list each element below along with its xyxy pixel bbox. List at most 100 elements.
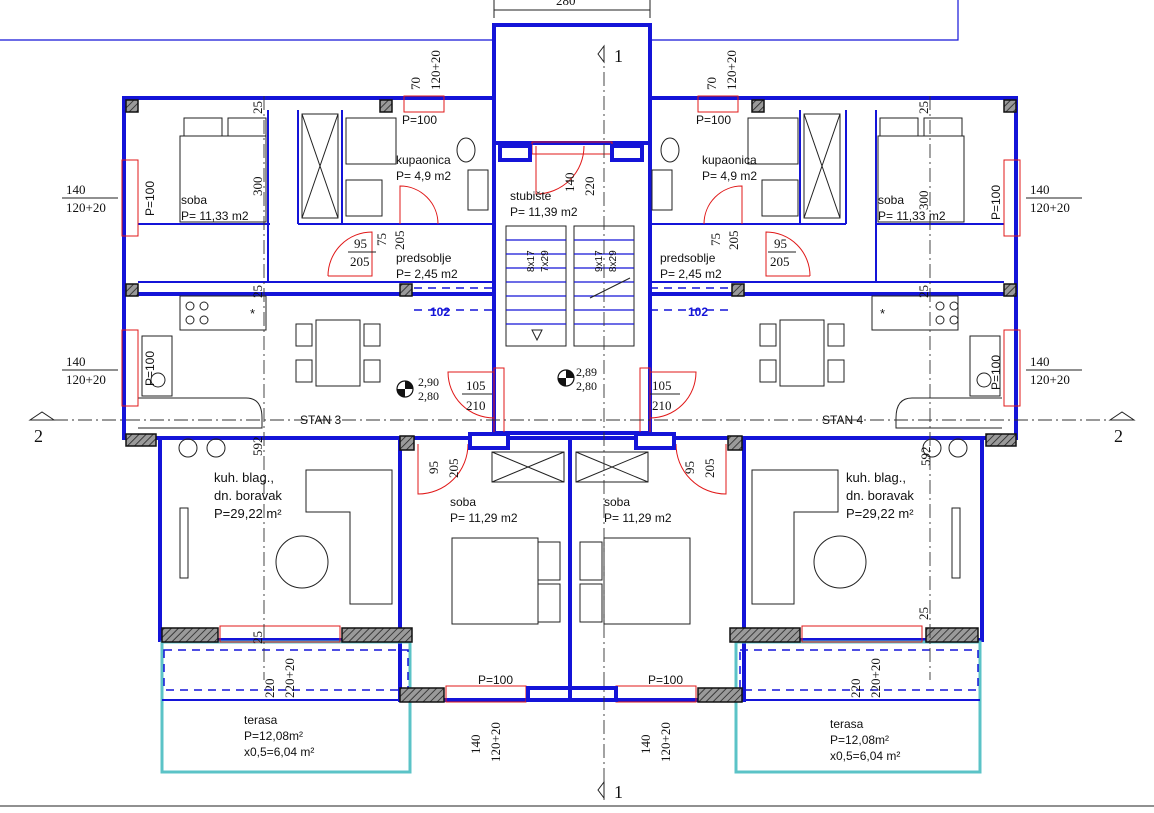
chair [295,359,313,383]
sink-counter-right [969,335,1001,397]
dim-300-left: 300 [250,177,265,197]
bed-upper-right [877,135,965,223]
terrace-beam-left [163,649,409,691]
room-label: dn. boravak [846,488,914,503]
asterisk-right: * [880,306,885,321]
structural-columns [125,99,1017,703]
chair [363,323,381,347]
room-label: kupaonica [702,153,757,167]
coffee-table-left [275,535,329,589]
door-swing [327,231,373,277]
level-289: 2,89 [576,365,597,379]
pillow [227,117,267,137]
dim-door: 75 [374,233,389,246]
stair-spec: 8x29 [608,250,619,272]
dim-window: 140 [468,735,483,755]
wardrobe-lower-right [575,451,649,483]
stove-burner [935,315,945,325]
wardrobe [301,113,339,219]
dim-door: 105 [466,378,486,393]
dim-terrace: 220 [262,679,277,699]
dim-window: 120+20 [658,722,673,762]
door-swing [675,443,727,495]
window-p100-bottom-right: P=100 [648,673,683,687]
bathtub-left [345,117,397,165]
wardrobe-cross [575,451,649,483]
fixture [922,438,942,458]
dim-592-right: 592 [918,447,933,467]
door-swing [399,185,439,225]
toilet-right-icon [660,137,680,163]
dim-window: 140 [638,735,653,755]
window-p100-right-2: P=100 [989,355,1003,390]
pillow [537,583,561,623]
section-arrow [597,44,605,64]
stair-arrow [589,277,631,299]
dim-120-20-right-2: 120+20 [1030,372,1070,387]
dim-door: 105 [652,378,672,393]
dim-102-left: 102 [430,305,450,319]
dim-door: 205 [770,254,790,269]
dim-592-left: 592 [250,437,265,457]
bed-upper-left [179,135,267,223]
room-label: kuh. blag., [214,470,274,485]
kitchen-counter-left [179,295,267,331]
toilet-left-icon [456,137,476,163]
level-280: 2,80 [418,389,439,403]
room-area-calc: x0,5=6,04 m² [244,745,314,759]
chair [295,323,313,347]
section-label-2-left: 2 [34,426,43,446]
dim-terrace: 220 [848,679,863,699]
door-swing [535,145,585,195]
door-swing [447,371,495,419]
dim-door: 210 [466,398,486,413]
room-area: P= 2,45 m2 [396,267,458,281]
room-area: P= 4,9 m2 [702,169,757,183]
pillow [579,541,603,581]
stair-core-top [492,23,652,145]
tv-unit-left [179,507,189,579]
room-area: P= 11,39 m2 [510,205,578,219]
pillow [183,117,223,137]
room-area: P=29,22 m² [846,506,914,521]
room-label: stubište [510,189,552,203]
dim-window: 120+20 [488,722,503,762]
dim-140-left: 140 [66,182,86,197]
dim-140-left-2: 140 [66,354,86,369]
dim-120-20-right-w: 120+20 [1030,200,1070,215]
dining-table-left [315,319,361,387]
sink-left [467,169,489,211]
chair [827,323,845,347]
dim-door: 220 [582,177,597,197]
door-swing [765,231,811,277]
pillow [923,117,963,137]
room-area: P= 11,33 m2 [181,209,249,223]
site-boundary-line [0,0,959,41]
room-area: P=12,08m² [244,729,303,743]
room-label: terasa [830,717,864,731]
dim-door: 75 [708,233,723,246]
dim-25: 25 [916,101,931,114]
upper-left-block [122,96,496,296]
room-area: P=12,08m² [830,733,889,747]
chair [827,359,845,383]
dim-terrace: 220+20 [868,658,883,698]
stove-burner [185,301,195,311]
kitchen-counter-right [871,295,959,331]
bed-lower-left [451,537,539,625]
dim-70-left: 70 [408,77,423,90]
wardrobe-cross [803,113,841,219]
dining-table-right [779,319,825,387]
dim-door: 95 [774,236,787,251]
level-marker-left [396,380,414,398]
kitchen-island-left [138,397,263,429]
dim-140-right-2: 140 [1030,354,1050,369]
stair-spec: 7x29 [540,250,551,272]
dim-door: 205 [350,254,370,269]
sink-bowl [150,372,166,388]
stove-burner [949,301,959,311]
sink-right [651,169,673,211]
level-280-stair: 2,80 [576,379,597,393]
stair-arrow-head [531,329,543,342]
